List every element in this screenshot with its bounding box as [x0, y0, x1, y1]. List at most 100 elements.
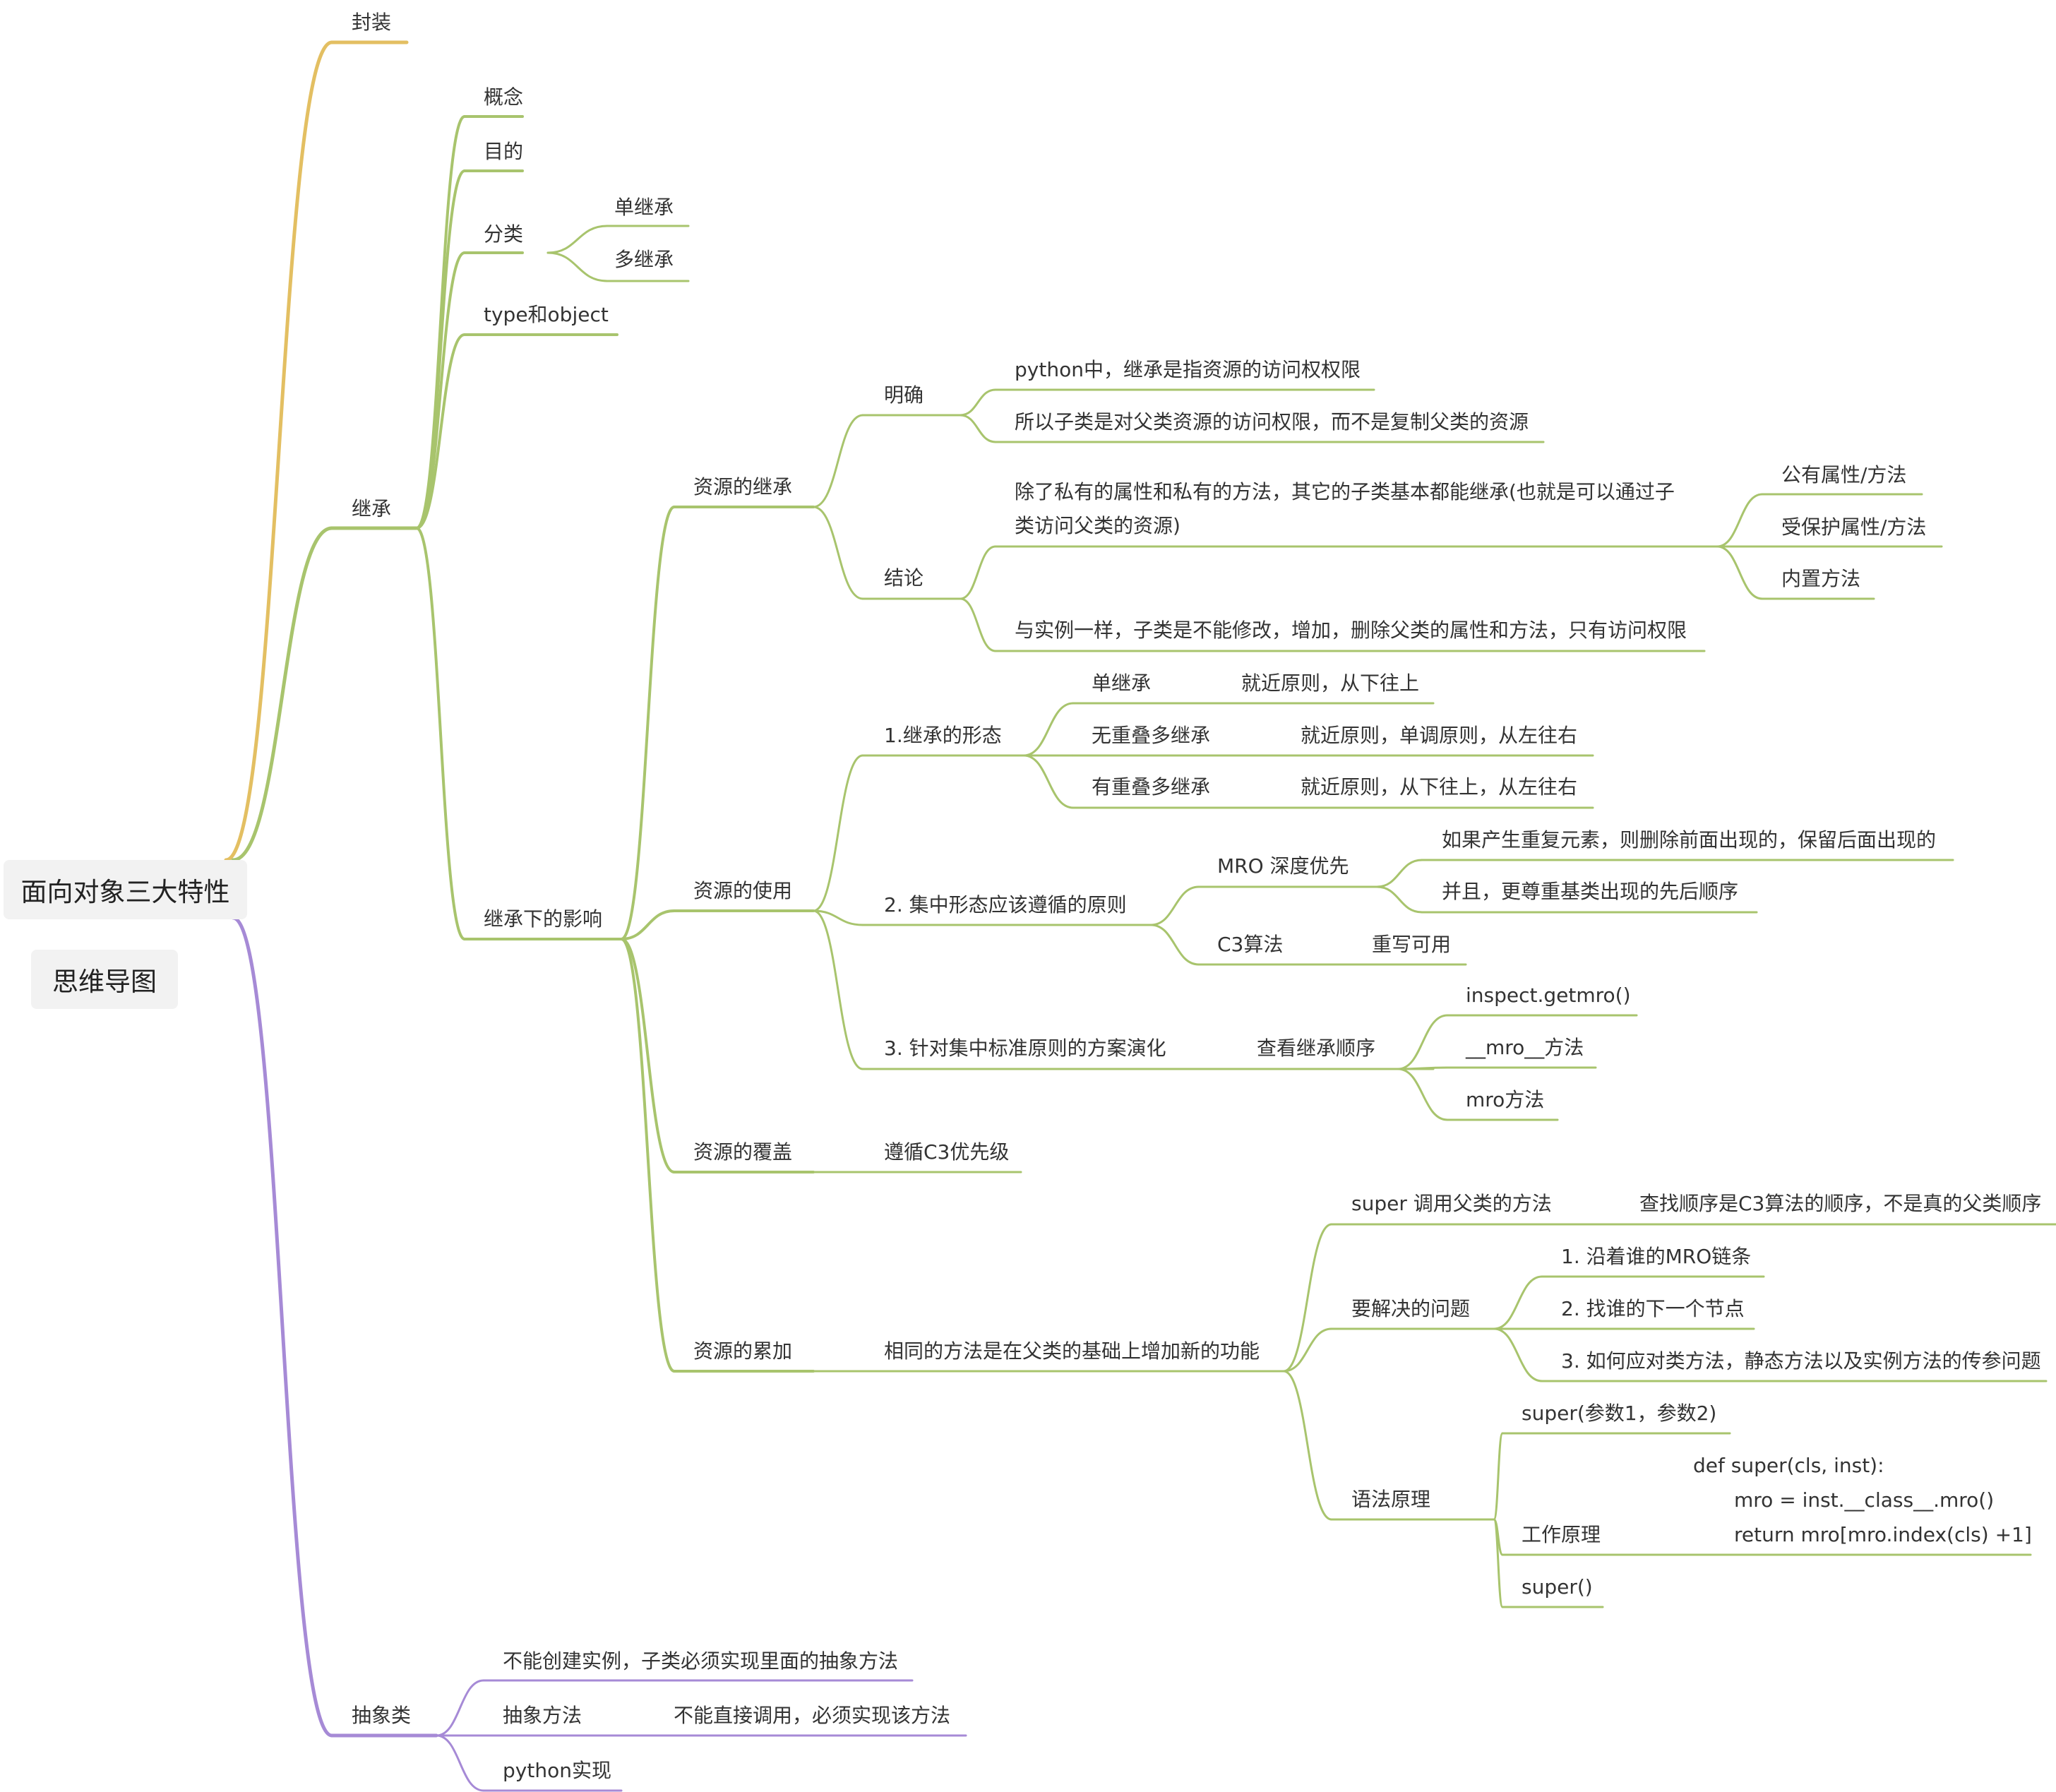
- connector-curve: [620, 938, 676, 1173]
- connector-curve: [1493, 1275, 1543, 1330]
- node-syntax-s3[interactable]: super(): [1522, 1575, 1593, 1599]
- node-conclusion-item2[interactable]: 与实例一样，子类是不能修改，增加，删除父类的属性和方法，只有访问权限: [1015, 619, 1687, 642]
- node-mro-method[interactable]: mro方法: [1466, 1088, 1545, 1111]
- root-node[interactable]: 面向对象三大特性: [4, 860, 247, 919]
- connector-curve: [1022, 702, 1075, 757]
- connector-curve: [1716, 545, 1764, 600]
- root-subtitle-node[interactable]: 思维导图: [31, 950, 178, 1009]
- node-single-inheritance[interactable]: 单继承: [614, 196, 674, 219]
- node-override-rule[interactable]: 遵循C3优先级: [884, 1140, 1010, 1164]
- connector-curve: [812, 754, 864, 912]
- connector-curve: [1149, 924, 1200, 966]
- connector-curve: [1149, 885, 1200, 926]
- node-purpose[interactable]: 目的: [484, 140, 524, 163]
- connector-curve: [435, 1734, 485, 1792]
- node-c3-rule[interactable]: 重写可用: [1372, 933, 1452, 956]
- node-dunder-mro[interactable]: __mro__方法: [1466, 1036, 1584, 1059]
- connector-curve: [415, 333, 466, 530]
- node-syntax-s1[interactable]: super(参数1，参数2): [1522, 1402, 1717, 1425]
- node-abstract[interactable]: 抽象类: [352, 1704, 412, 1727]
- node-abstract-item1[interactable]: 不能创建实例，子类必须实现里面的抽象方法: [503, 1649, 899, 1673]
- root-subtitle: 思维导图: [52, 967, 157, 997]
- node-python-impl[interactable]: python实现: [503, 1759, 611, 1782]
- connector-curve: [812, 506, 864, 600]
- node-getmro[interactable]: inspect.getmro(): [1466, 984, 1631, 1007]
- node-problems[interactable]: 要解决的问题: [1351, 1297, 1471, 1320]
- node-protected[interactable]: 受保护属性/方法: [1781, 515, 1927, 539]
- node-form-overlap[interactable]: 有重叠多继承: [1092, 775, 1211, 799]
- connector-curve: [546, 251, 609, 282]
- node-clear[interactable]: 明确: [884, 383, 924, 407]
- connector-curve: [812, 414, 864, 508]
- connector-curve: [959, 388, 997, 417]
- connector-curve: [620, 909, 676, 940]
- node-builtin[interactable]: 内置方法: [1781, 567, 1861, 590]
- connector-curve: [1282, 1327, 1333, 1373]
- node-encapsulation[interactable]: 封装: [352, 11, 392, 34]
- node-resource-override[interactable]: 资源的覆盖: [693, 1140, 793, 1164]
- connector-curve: [415, 251, 466, 530]
- node-problem1[interactable]: 1. 沿着谁的MRO链条: [1561, 1245, 1752, 1268]
- node-super-call[interactable]: super 调用父类的方法: [1351, 1192, 1552, 1215]
- node-form-nonoverlap-rule[interactable]: 就近原则，单调原则，从左往右: [1301, 724, 1578, 747]
- node-effects[interactable]: 继承下的影响: [484, 907, 603, 931]
- connector-curve: [959, 414, 997, 443]
- node-accumulate-desc[interactable]: 相同的方法是在父类的基础上增加新的功能: [884, 1339, 1260, 1363]
- connector-curve: [546, 225, 609, 254]
- connector-curve: [812, 909, 864, 926]
- node-problem3[interactable]: 3. 如何应对类方法，静态方法以及实例方法的传参问题: [1561, 1349, 2041, 1373]
- node-code-line1[interactable]: def super(cls, inst):: [1693, 1454, 1884, 1477]
- node-form-nonoverlap[interactable]: 无重叠多继承: [1092, 724, 1211, 747]
- node-abstract-method-rule[interactable]: 不能直接调用，必须实现该方法: [674, 1704, 951, 1727]
- node-principles[interactable]: 2. 集中形态应该遵循的原则: [884, 893, 1127, 916]
- connector-curve: [1493, 1327, 1543, 1382]
- node-resource-use[interactable]: 资源的使用: [693, 879, 793, 902]
- connector-curve: [1375, 885, 1423, 914]
- node-inheritance[interactable]: 继承: [352, 497, 392, 520]
- node-super-order[interactable]: 查找顺序是C3算法的顺序，不是真的父类顺序: [1639, 1192, 2042, 1215]
- node-mro-depth[interactable]: MRO 深度优先: [1217, 854, 1349, 878]
- node-evolution[interactable]: 3. 针对集中标准原则的方案演化: [884, 1037, 1166, 1060]
- node-conclusion-item1[interactable]: 除了私有的属性和私有的方法，其它的子类基本都能继承(也就是可以通过子类访问父类的…: [1015, 480, 1675, 537]
- node-concept[interactable]: 概念: [484, 85, 524, 109]
- connector-curve: [620, 938, 676, 1373]
- node-multiple-inheritance[interactable]: 多继承: [614, 248, 674, 271]
- node-c3[interactable]: C3算法: [1217, 933, 1284, 956]
- node-mro-rule1[interactable]: 如果产生重复元素，则删除前面出现的，保留后面出现的: [1442, 828, 1937, 852]
- node-public[interactable]: 公有属性/方法: [1781, 463, 1907, 486]
- connector-curve: [231, 916, 334, 1738]
- connector-curve: [620, 506, 676, 940]
- connector-curve: [959, 545, 997, 600]
- connector-curve: [1493, 1432, 1504, 1521]
- node-view-order[interactable]: 查看继承顺序: [1257, 1037, 1376, 1060]
- node-forms[interactable]: 1.继承的形态: [884, 724, 1002, 747]
- node-problem2[interactable]: 2. 找谁的下一个节点: [1561, 1297, 1745, 1320]
- node-syntax[interactable]: 语法原理: [1351, 1488, 1431, 1511]
- node-code-line3[interactable]: return mro[mro.index(cls) +1]: [1734, 1523, 2032, 1546]
- node-classification[interactable]: 分类: [484, 222, 524, 246]
- node-clear-item2[interactable]: 所以子类是对父类资源的访问权限，而不是复制父类的资源: [1015, 410, 1529, 434]
- connector-curve: [415, 527, 466, 940]
- node-form-single[interactable]: 单继承: [1092, 671, 1152, 695]
- connector-curve: [1375, 859, 1423, 888]
- node-resource-inherit[interactable]: 资源的继承: [693, 475, 793, 498]
- node-clear-item1[interactable]: python中，继承是指资源的访问权权限: [1015, 358, 1361, 381]
- node-type-object[interactable]: type和object: [484, 303, 609, 326]
- root-title: 面向对象三大特性: [20, 877, 230, 907]
- node-work-principle[interactable]: 工作原理: [1522, 1523, 1601, 1546]
- node-form-overlap-rule[interactable]: 就近原则，从下往上，从左往右: [1301, 775, 1578, 799]
- node-abstract-method[interactable]: 抽象方法: [503, 1704, 582, 1727]
- node-form-single-rule[interactable]: 就近原则，从下往上: [1241, 671, 1420, 695]
- node-code-line2[interactable]: mro = inst.__class__.mro(): [1734, 1488, 1995, 1512]
- connector-curve: [812, 909, 864, 1070]
- node-conclusion[interactable]: 结论: [884, 566, 924, 590]
- connector-curve: [1282, 1370, 1333, 1521]
- connector-curve: [1397, 1014, 1449, 1070]
- node-mro-rule2[interactable]: 并且，更尊重基类出现的先后顺序: [1442, 880, 1739, 903]
- connector-curve: [1493, 1518, 1504, 1608]
- connector-curve: [959, 597, 997, 652]
- connector-curve: [1022, 754, 1075, 809]
- node-resource-accumulate[interactable]: 资源的累加: [693, 1339, 793, 1363]
- connector-curve: [415, 115, 466, 530]
